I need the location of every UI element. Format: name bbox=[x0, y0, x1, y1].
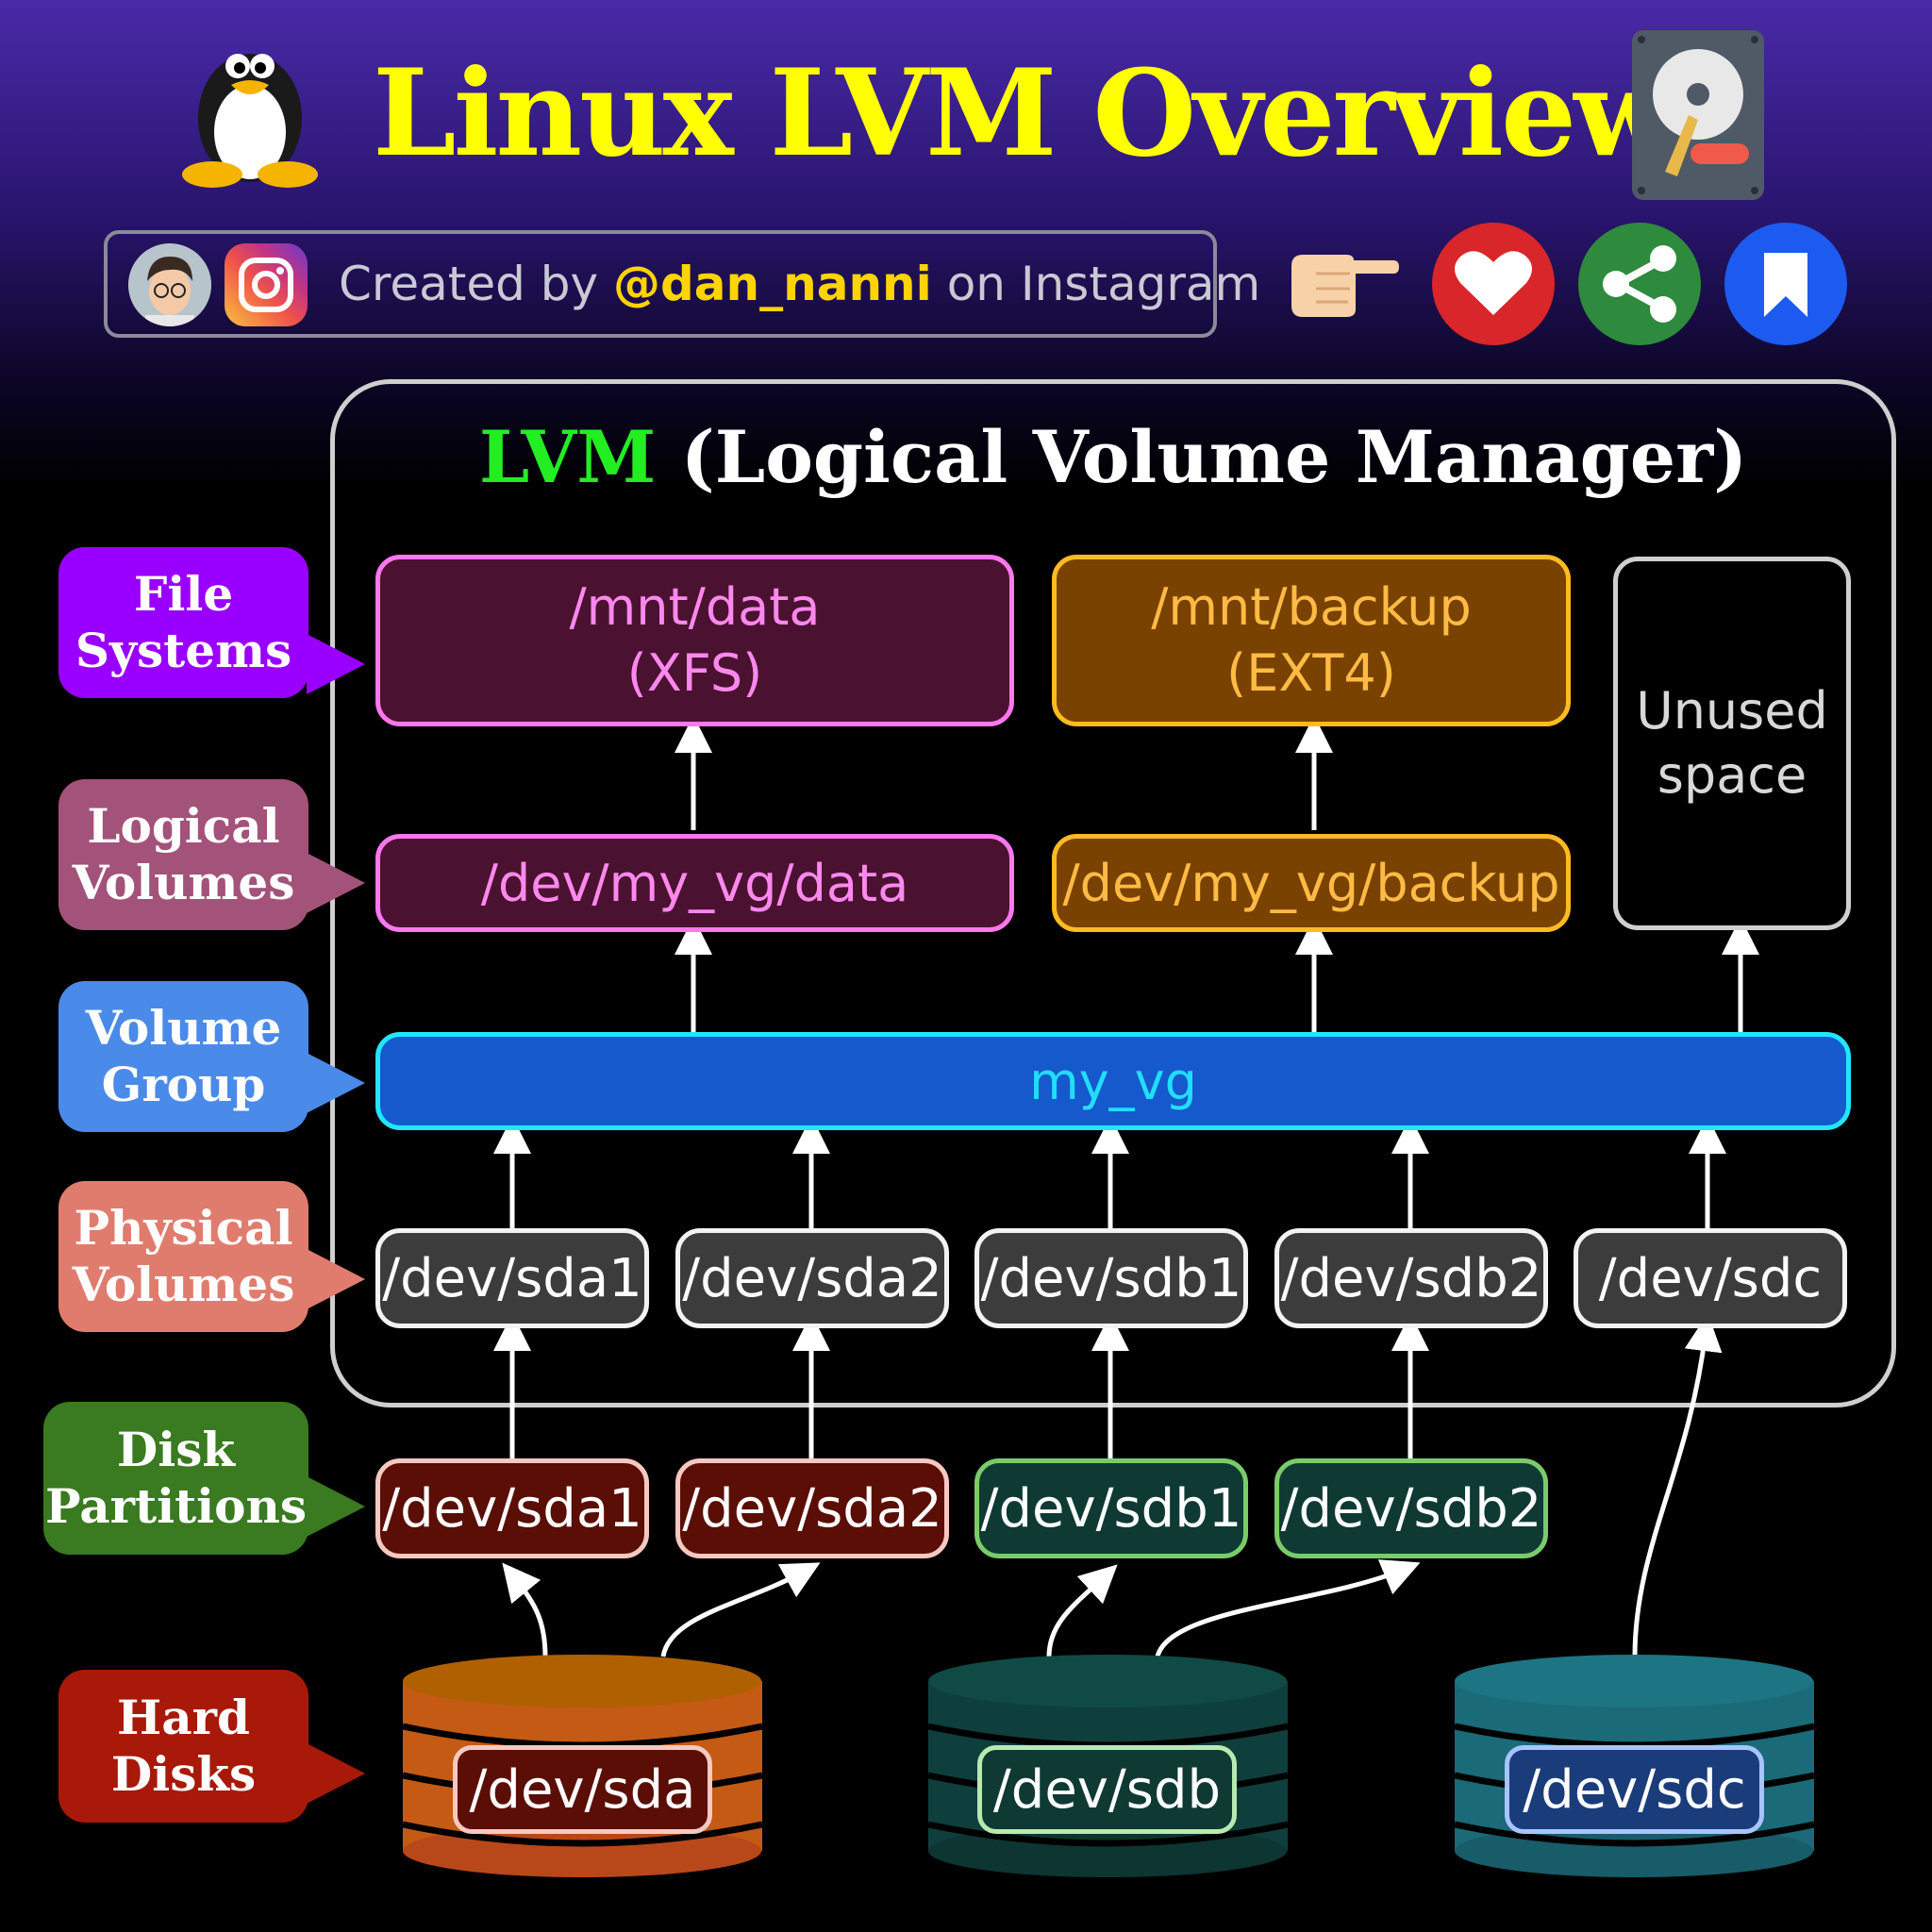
physical-volume-sdb2[interactable]: /dev/sdb2 bbox=[1274, 1228, 1548, 1328]
physical-volume-sda2[interactable]: /dev/sda2 bbox=[675, 1228, 949, 1328]
filesystem-path: /mnt/backup bbox=[1151, 577, 1472, 637]
pv-label: /dev/sda1 bbox=[382, 1247, 642, 1309]
bookmark-icon[interactable] bbox=[1724, 223, 1847, 345]
filesystem-type: (XFS) bbox=[626, 643, 763, 703]
hard-disk-label-sda: /dev/sda bbox=[453, 1745, 712, 1834]
avatar bbox=[128, 243, 211, 326]
layer-label-disk-partitions: Disk Partitions bbox=[43, 1402, 308, 1555]
partition-label: /dev/sdb2 bbox=[1280, 1477, 1542, 1540]
hard-disk-label-sdc: /dev/sdc bbox=[1505, 1745, 1764, 1834]
tux-penguin-icon bbox=[179, 28, 321, 189]
pv-label: /dev/sdb1 bbox=[980, 1247, 1242, 1309]
lvm-title-rest: (Logical Volume Manager) bbox=[656, 415, 1748, 499]
partition-label: /dev/sdb1 bbox=[980, 1477, 1242, 1540]
logical-volume-backup[interactable]: /dev/my_vg/backup bbox=[1052, 834, 1571, 932]
layer-label-volume-group: Volume Group bbox=[58, 981, 308, 1132]
volume-group-my-vg[interactable]: my_vg bbox=[375, 1032, 1851, 1130]
instagram-handle[interactable]: @dan_nanni bbox=[613, 257, 932, 311]
unused-space-label: Unused space bbox=[1636, 681, 1828, 805]
disk-name: /dev/sdb bbox=[992, 1758, 1222, 1821]
layer-pointer bbox=[307, 1476, 365, 1537]
layer-pointer bbox=[307, 1053, 365, 1113]
partition-label: /dev/sda2 bbox=[682, 1477, 942, 1540]
filesystem-mnt-backup[interactable]: /mnt/backup (EXT4) bbox=[1052, 555, 1571, 726]
disk-name: /dev/sdc bbox=[1523, 1758, 1746, 1821]
partition-sda2[interactable]: /dev/sda2 bbox=[675, 1458, 949, 1558]
pv-label: /dev/sdc bbox=[1598, 1247, 1823, 1309]
hard-disk-label-sdb: /dev/sdb bbox=[977, 1745, 1237, 1834]
instagram-icon[interactable] bbox=[225, 243, 308, 326]
volume-group-label: my_vg bbox=[1029, 1051, 1197, 1111]
layer-pointer bbox=[307, 853, 365, 913]
logical-volume-label: /dev/my_vg/backup bbox=[1062, 853, 1560, 913]
pv-label: /dev/sdb2 bbox=[1280, 1247, 1542, 1309]
hard-disk-icon bbox=[1632, 30, 1764, 200]
partition-label: /dev/sda1 bbox=[382, 1477, 642, 1540]
disk-name: /dev/sda bbox=[469, 1758, 696, 1821]
layer-label-hard-disks: Hard Disks bbox=[58, 1670, 308, 1823]
credit-banner: Created by @dan_nanni on Instagram bbox=[104, 230, 1260, 338]
filesystem-type: (EXT4) bbox=[1226, 643, 1396, 703]
logical-volume-label: /dev/my_vg/data bbox=[480, 853, 909, 913]
layer-pointer bbox=[307, 1743, 365, 1804]
lvm-title: LVM (Logical Volume Manager) bbox=[330, 406, 1896, 509]
filesystem-mnt-data[interactable]: /mnt/data (XFS) bbox=[375, 555, 1014, 726]
page-title: Linux LVM Overview bbox=[373, 43, 1676, 183]
share-icon[interactable] bbox=[1578, 223, 1701, 345]
logical-volume-data[interactable]: /dev/my_vg/data bbox=[375, 834, 1014, 932]
heart-icon[interactable] bbox=[1432, 223, 1555, 345]
unused-space: Unused space bbox=[1613, 557, 1851, 930]
layer-label-logical-volumes: Logical Volumes bbox=[58, 779, 308, 930]
filesystem-path: /mnt/data bbox=[569, 577, 821, 637]
credit-text: Created by @dan_nanni on Instagram bbox=[339, 234, 1260, 334]
physical-volume-sdc[interactable]: /dev/sdc bbox=[1574, 1228, 1847, 1328]
partition-sda1[interactable]: /dev/sda1 bbox=[375, 1458, 649, 1558]
partition-sdb2[interactable]: /dev/sdb2 bbox=[1274, 1458, 1548, 1558]
pv-label: /dev/sda2 bbox=[682, 1247, 942, 1309]
credit-suffix: on Instagram bbox=[931, 257, 1261, 311]
layer-label-physical-volumes: Physical Volumes bbox=[58, 1181, 308, 1332]
credit-prefix: Created by bbox=[339, 257, 613, 311]
physical-volume-sdb1[interactable]: /dev/sdb1 bbox=[974, 1228, 1248, 1328]
layer-label-file-systems: File Systems bbox=[58, 547, 308, 698]
physical-volume-sda1[interactable]: /dev/sda1 bbox=[375, 1228, 649, 1328]
pointing-hand-icon bbox=[1288, 247, 1401, 323]
lvm-title-accent: LVM bbox=[478, 415, 657, 499]
partition-sdb1[interactable]: /dev/sdb1 bbox=[974, 1458, 1248, 1558]
layer-pointer bbox=[307, 634, 365, 694]
layer-pointer bbox=[307, 1249, 365, 1309]
